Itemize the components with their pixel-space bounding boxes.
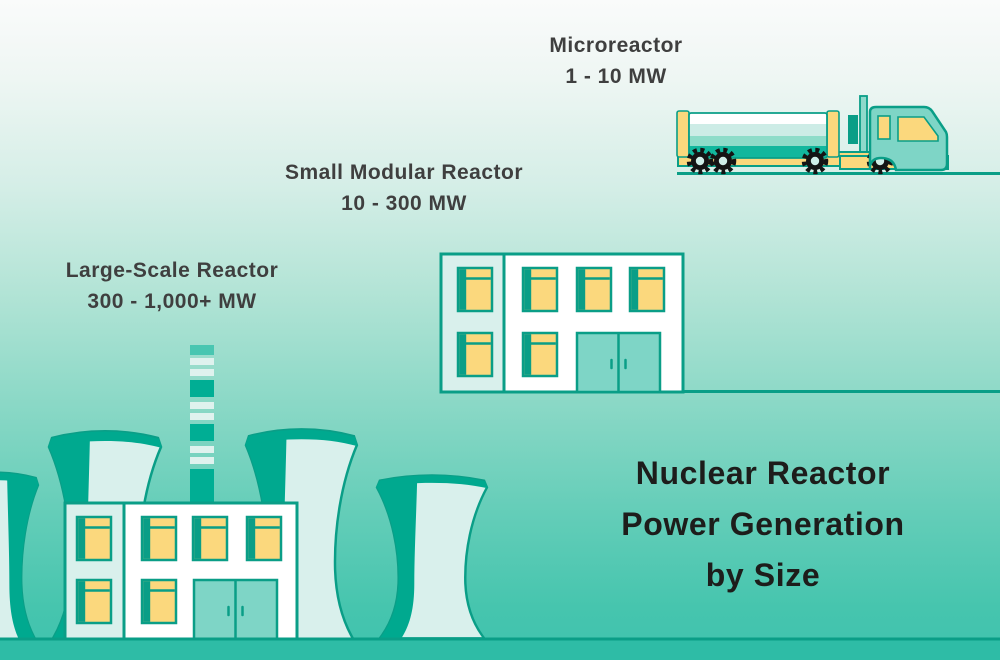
small-reactor-building: [439, 252, 685, 394]
double-door: [575, 331, 662, 394]
cooling-tower-far-left: [0, 471, 41, 642]
title-line: Power Generation: [621, 506, 905, 542]
large-reactor-illustration: [0, 345, 490, 642]
large-scale-reactor-label: Large-Scale Reactor 300 - 1,000+ MW: [22, 256, 322, 316]
double-door: [192, 578, 279, 641]
reactor-range: 1 - 10 MW: [565, 65, 667, 88]
window: [628, 266, 666, 313]
reactor-range: 10 - 300 MW: [341, 192, 467, 215]
ground: [0, 637, 1000, 660]
truck-tank: [676, 110, 840, 159]
truck-cab-side-window: [877, 115, 891, 140]
cooling-tower-right: [374, 473, 490, 640]
window: [191, 515, 229, 562]
reactor-name: Small Modular Reactor: [284, 161, 524, 184]
truck-exhaust-stack: [859, 95, 868, 159]
window: [140, 515, 178, 562]
infographic-title: Nuclear Reactor Power Generation by Size: [570, 448, 956, 601]
microreactor-truck-illustration: [676, 95, 1000, 175]
window: [456, 331, 494, 378]
title-line: Nuclear Reactor: [635, 455, 891, 491]
microreactor-label: Microreactor 1 - 10 MW: [466, 31, 766, 91]
title-line: by Size: [705, 557, 821, 593]
small-modular-reactor-illustration: [439, 252, 1000, 394]
small-modular-reactor-label: Small Modular Reactor 10 - 300 MW: [254, 158, 554, 218]
window: [521, 266, 559, 313]
reactor-name: Microreactor: [549, 34, 683, 57]
window: [140, 578, 178, 625]
window: [75, 578, 113, 625]
window: [521, 331, 559, 378]
reactor-range: 300 - 1,000+ MW: [87, 290, 257, 313]
window: [575, 266, 613, 313]
large-reactor-building: [63, 501, 299, 641]
window: [245, 515, 283, 562]
window: [456, 266, 494, 313]
truck-exhaust-block: [848, 115, 858, 144]
reactor-name: Large-Scale Reactor: [65, 259, 279, 282]
truck-windshield: [897, 116, 939, 142]
chimney: [190, 345, 214, 503]
window: [75, 515, 113, 562]
